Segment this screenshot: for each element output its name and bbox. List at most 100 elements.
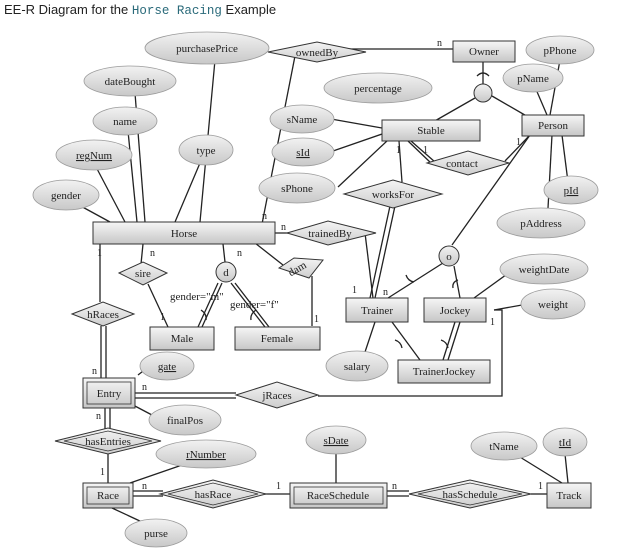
attribute-s-date: sDate	[305, 425, 367, 455]
attribute-purse: purse	[124, 518, 188, 548]
attribute-purchase-price: purchasePrice	[144, 31, 270, 65]
entity-trainer-jockey: TrainerJockey	[397, 359, 491, 384]
svg-text:Entry: Entry	[97, 388, 122, 400]
attribute-s-id: sId	[271, 137, 335, 167]
svg-text:1: 1	[423, 145, 428, 156]
entity-track: Track	[546, 482, 592, 509]
attribute-p-name: pName	[502, 63, 564, 93]
svg-text:n: n	[142, 382, 147, 393]
entity-horse: Horse	[92, 221, 276, 245]
svg-text:1: 1	[100, 467, 105, 478]
svg-text:pId: pId	[564, 185, 579, 197]
svg-text:gender: gender	[51, 190, 81, 202]
svg-text:worksFor: worksFor	[372, 189, 415, 201]
attribute-date-bought: dateBought	[83, 65, 177, 97]
svg-text:purchasePrice: purchasePrice	[176, 43, 238, 55]
svg-text:hRaces: hRaces	[87, 309, 119, 321]
svg-text:n: n	[150, 248, 155, 259]
svg-text:RaceSchedule: RaceSchedule	[307, 490, 369, 502]
svg-text:contact: contact	[446, 158, 478, 170]
attribute-s-name: sName	[269, 104, 335, 134]
svg-text:1: 1	[396, 145, 401, 156]
svg-text:weightDate: weightDate	[519, 264, 570, 276]
svg-text:name: name	[113, 116, 137, 128]
svg-text:pAddress: pAddress	[520, 218, 562, 230]
entity-jockey: Jockey	[423, 297, 487, 323]
svg-text:1: 1	[97, 248, 102, 259]
svg-text:trainedBy: trainedBy	[308, 228, 352, 240]
svg-text:tId: tId	[559, 437, 572, 449]
svg-text:Jockey: Jockey	[440, 305, 471, 317]
svg-text:n: n	[383, 287, 388, 298]
svg-text:1: 1	[314, 314, 319, 325]
relationship-has-schedule: hasSchedule	[408, 479, 532, 509]
svg-text:weight: weight	[538, 299, 568, 311]
svg-text:jRaces: jRaces	[261, 390, 291, 402]
svg-text:sId: sId	[296, 147, 310, 159]
svg-text:Trainer: Trainer	[361, 305, 393, 317]
attribute-p-id: pId	[543, 175, 599, 205]
svg-text:n: n	[262, 211, 267, 222]
svg-text:o: o	[446, 251, 452, 263]
relationship-j-races: jRaces	[234, 381, 320, 409]
attribute-p-address: pAddress	[496, 207, 586, 239]
svg-text:pName: pName	[517, 73, 549, 85]
entity-male: Male	[149, 326, 215, 351]
svg-text:1: 1	[490, 317, 495, 328]
overlap-circle: o	[438, 245, 460, 267]
svg-text:1: 1	[516, 137, 521, 148]
svg-text:ownedBy: ownedBy	[296, 47, 339, 59]
entity-race: Race	[82, 482, 134, 509]
svg-text:sPhone: sPhone	[281, 183, 313, 195]
attribute-name: name	[92, 106, 158, 136]
attribute-s-phone: sPhone	[258, 172, 336, 204]
relationship-trained-by: trainedBy	[285, 220, 377, 246]
svg-text:hasRace: hasRace	[195, 489, 232, 501]
svg-text:1: 1	[352, 285, 357, 296]
attribute-r-number: rNumber	[155, 439, 257, 469]
svg-text:n: n	[92, 366, 97, 377]
title-prefix: EE-R Diagram for the	[4, 2, 129, 17]
svg-text:Owner: Owner	[469, 46, 499, 58]
svg-text:regNum: regNum	[76, 150, 112, 162]
title-code: Horse Racing	[131, 4, 222, 18]
entity-trainer: Trainer	[345, 297, 409, 323]
attribute-percentage: percentage	[323, 72, 433, 104]
relationship-sire: sire	[117, 261, 169, 286]
svg-text:sire: sire	[135, 268, 151, 280]
entity-race-schedule: RaceSchedule	[289, 482, 388, 509]
svg-text:purse: purse	[144, 528, 168, 540]
condition-female: gender="f"	[230, 299, 279, 311]
svg-text:dateBought: dateBought	[105, 76, 156, 88]
svg-text:type: type	[197, 145, 216, 157]
svg-text:n: n	[237, 248, 242, 259]
cardinality-labels: n n 1 1 1 n 1 n 1 n n 1 1 n n 1 n 1 n 1 …	[92, 38, 543, 492]
svg-text:1: 1	[160, 312, 165, 323]
disjoint-circle: d	[215, 261, 237, 283]
entity-person: Person	[521, 114, 585, 137]
attribute-reg-num: regNum	[55, 139, 133, 171]
relationship-has-entries[interactable]: hasEntries	[54, 427, 162, 455]
attribute-t-id: tId	[542, 427, 588, 457]
attribute-p-phone: pPhone	[525, 35, 595, 65]
svg-text:n: n	[392, 481, 397, 492]
diagram-title: EE-R Diagram for the Horse Racing Exampl…	[4, 2, 276, 18]
svg-text:gate: gate	[158, 361, 176, 373]
entity-female: Female	[234, 326, 321, 351]
svg-text:sName: sName	[287, 114, 318, 126]
attribute-salary: salary	[325, 350, 389, 382]
svg-text:hasSchedule: hasSchedule	[443, 489, 498, 501]
svg-text:n: n	[142, 481, 147, 492]
relationship-contact: contact	[425, 150, 511, 176]
svg-text:Female: Female	[261, 333, 293, 345]
relationship-works-for: worksFor	[342, 179, 444, 209]
condition-male: gender="m"	[170, 291, 224, 303]
attribute-t-name: tName	[470, 431, 538, 461]
entity-entry: Entry	[82, 377, 136, 409]
subset-marks	[200, 72, 490, 349]
svg-text:Horse: Horse	[171, 228, 197, 240]
attribute-gender: gender	[32, 179, 100, 211]
attribute-final-pos: finalPos	[148, 404, 222, 436]
entity-owner: Owner	[452, 40, 516, 63]
